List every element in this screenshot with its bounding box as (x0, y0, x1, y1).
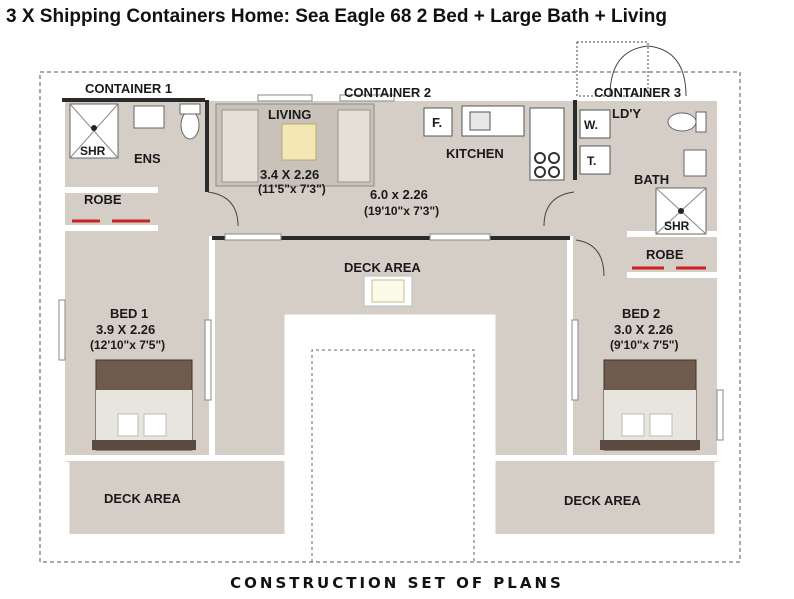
windows (58, 94, 724, 441)
deck-outline (62, 314, 722, 538)
container2-dims-ft: (19'10"x 7'3") (364, 204, 439, 218)
container-1-fixtures (69, 103, 201, 223)
doors (207, 41, 687, 277)
ens-label: ENS (134, 151, 161, 166)
fridge-label: F. (432, 115, 442, 130)
kitchen-label: KITCHEN (446, 146, 504, 161)
deck-right-lower (492, 458, 718, 534)
container-2-label: CONTAINER 2 (344, 85, 431, 100)
sofa-left (221, 109, 259, 183)
laundry-label: LD'Y (612, 106, 641, 121)
shr-right-label: SHR (664, 219, 690, 233)
robe-left-label: ROBE (84, 192, 122, 207)
sofa-right (337, 109, 371, 183)
deck-left-floor (212, 318, 288, 458)
tub (579, 145, 611, 175)
bed2-dims-m: 3.0 X 2.26 (614, 322, 673, 337)
footer-caption: CONSTRUCTION SET OF PLANS (230, 574, 564, 592)
living-label: LIVING (268, 107, 311, 122)
bed-1 (92, 359, 196, 451)
coffee-table (281, 123, 317, 161)
robe-right-label: ROBE (646, 247, 684, 262)
site-boundary (39, 71, 741, 563)
walls (59, 95, 723, 461)
basin-right (683, 149, 707, 177)
washer (579, 109, 611, 139)
living-dims-ft: (11'5"x 7'3") (258, 182, 326, 196)
bath-label: BATH (634, 172, 669, 187)
page-title: 3 X Shipping Containers Home: Sea Eagle … (6, 6, 667, 27)
container-3-label: CONTAINER 3 (594, 85, 681, 100)
toilet-right (695, 111, 707, 133)
container2-dims-m: 6.0 x 2.26 (370, 187, 428, 202)
basin-left (133, 105, 165, 129)
bed1-dims-m: 3.9 X 2.26 (96, 322, 155, 337)
shr-left-label: SHR (80, 144, 106, 158)
kitchen-fixtures (423, 105, 565, 181)
room-labels: CONTAINER 1 CONTAINER 2 CONTAINER 3 SHR … (80, 81, 690, 508)
deck-left-lower (66, 458, 288, 534)
t-label: T. (587, 154, 596, 168)
bed1-label: BED 1 (110, 306, 148, 321)
inner-dashes (311, 349, 475, 562)
deck-right-floor (492, 318, 570, 458)
deck-left-label: DECK AREA (104, 491, 181, 506)
bed2-label: BED 2 (622, 306, 660, 321)
deck-table (363, 275, 413, 307)
bed1-dims-ft: (12'10"x 7'5") (90, 338, 165, 352)
bed2-dims-ft: (9'10"x 7'5") (610, 338, 678, 352)
container-3-fixtures (579, 109, 707, 270)
toilet-left (179, 103, 201, 115)
living-furniture (215, 103, 375, 187)
bed-2 (600, 359, 700, 451)
living-dims-m: 3.4 X 2.26 (260, 167, 319, 182)
fridge (423, 107, 453, 137)
washer-label: W. (584, 118, 598, 132)
deck-center-label: DECK AREA (344, 260, 421, 275)
deck-right-label: DECK AREA (564, 493, 641, 508)
container-1-label: CONTAINER 1 (85, 81, 172, 96)
